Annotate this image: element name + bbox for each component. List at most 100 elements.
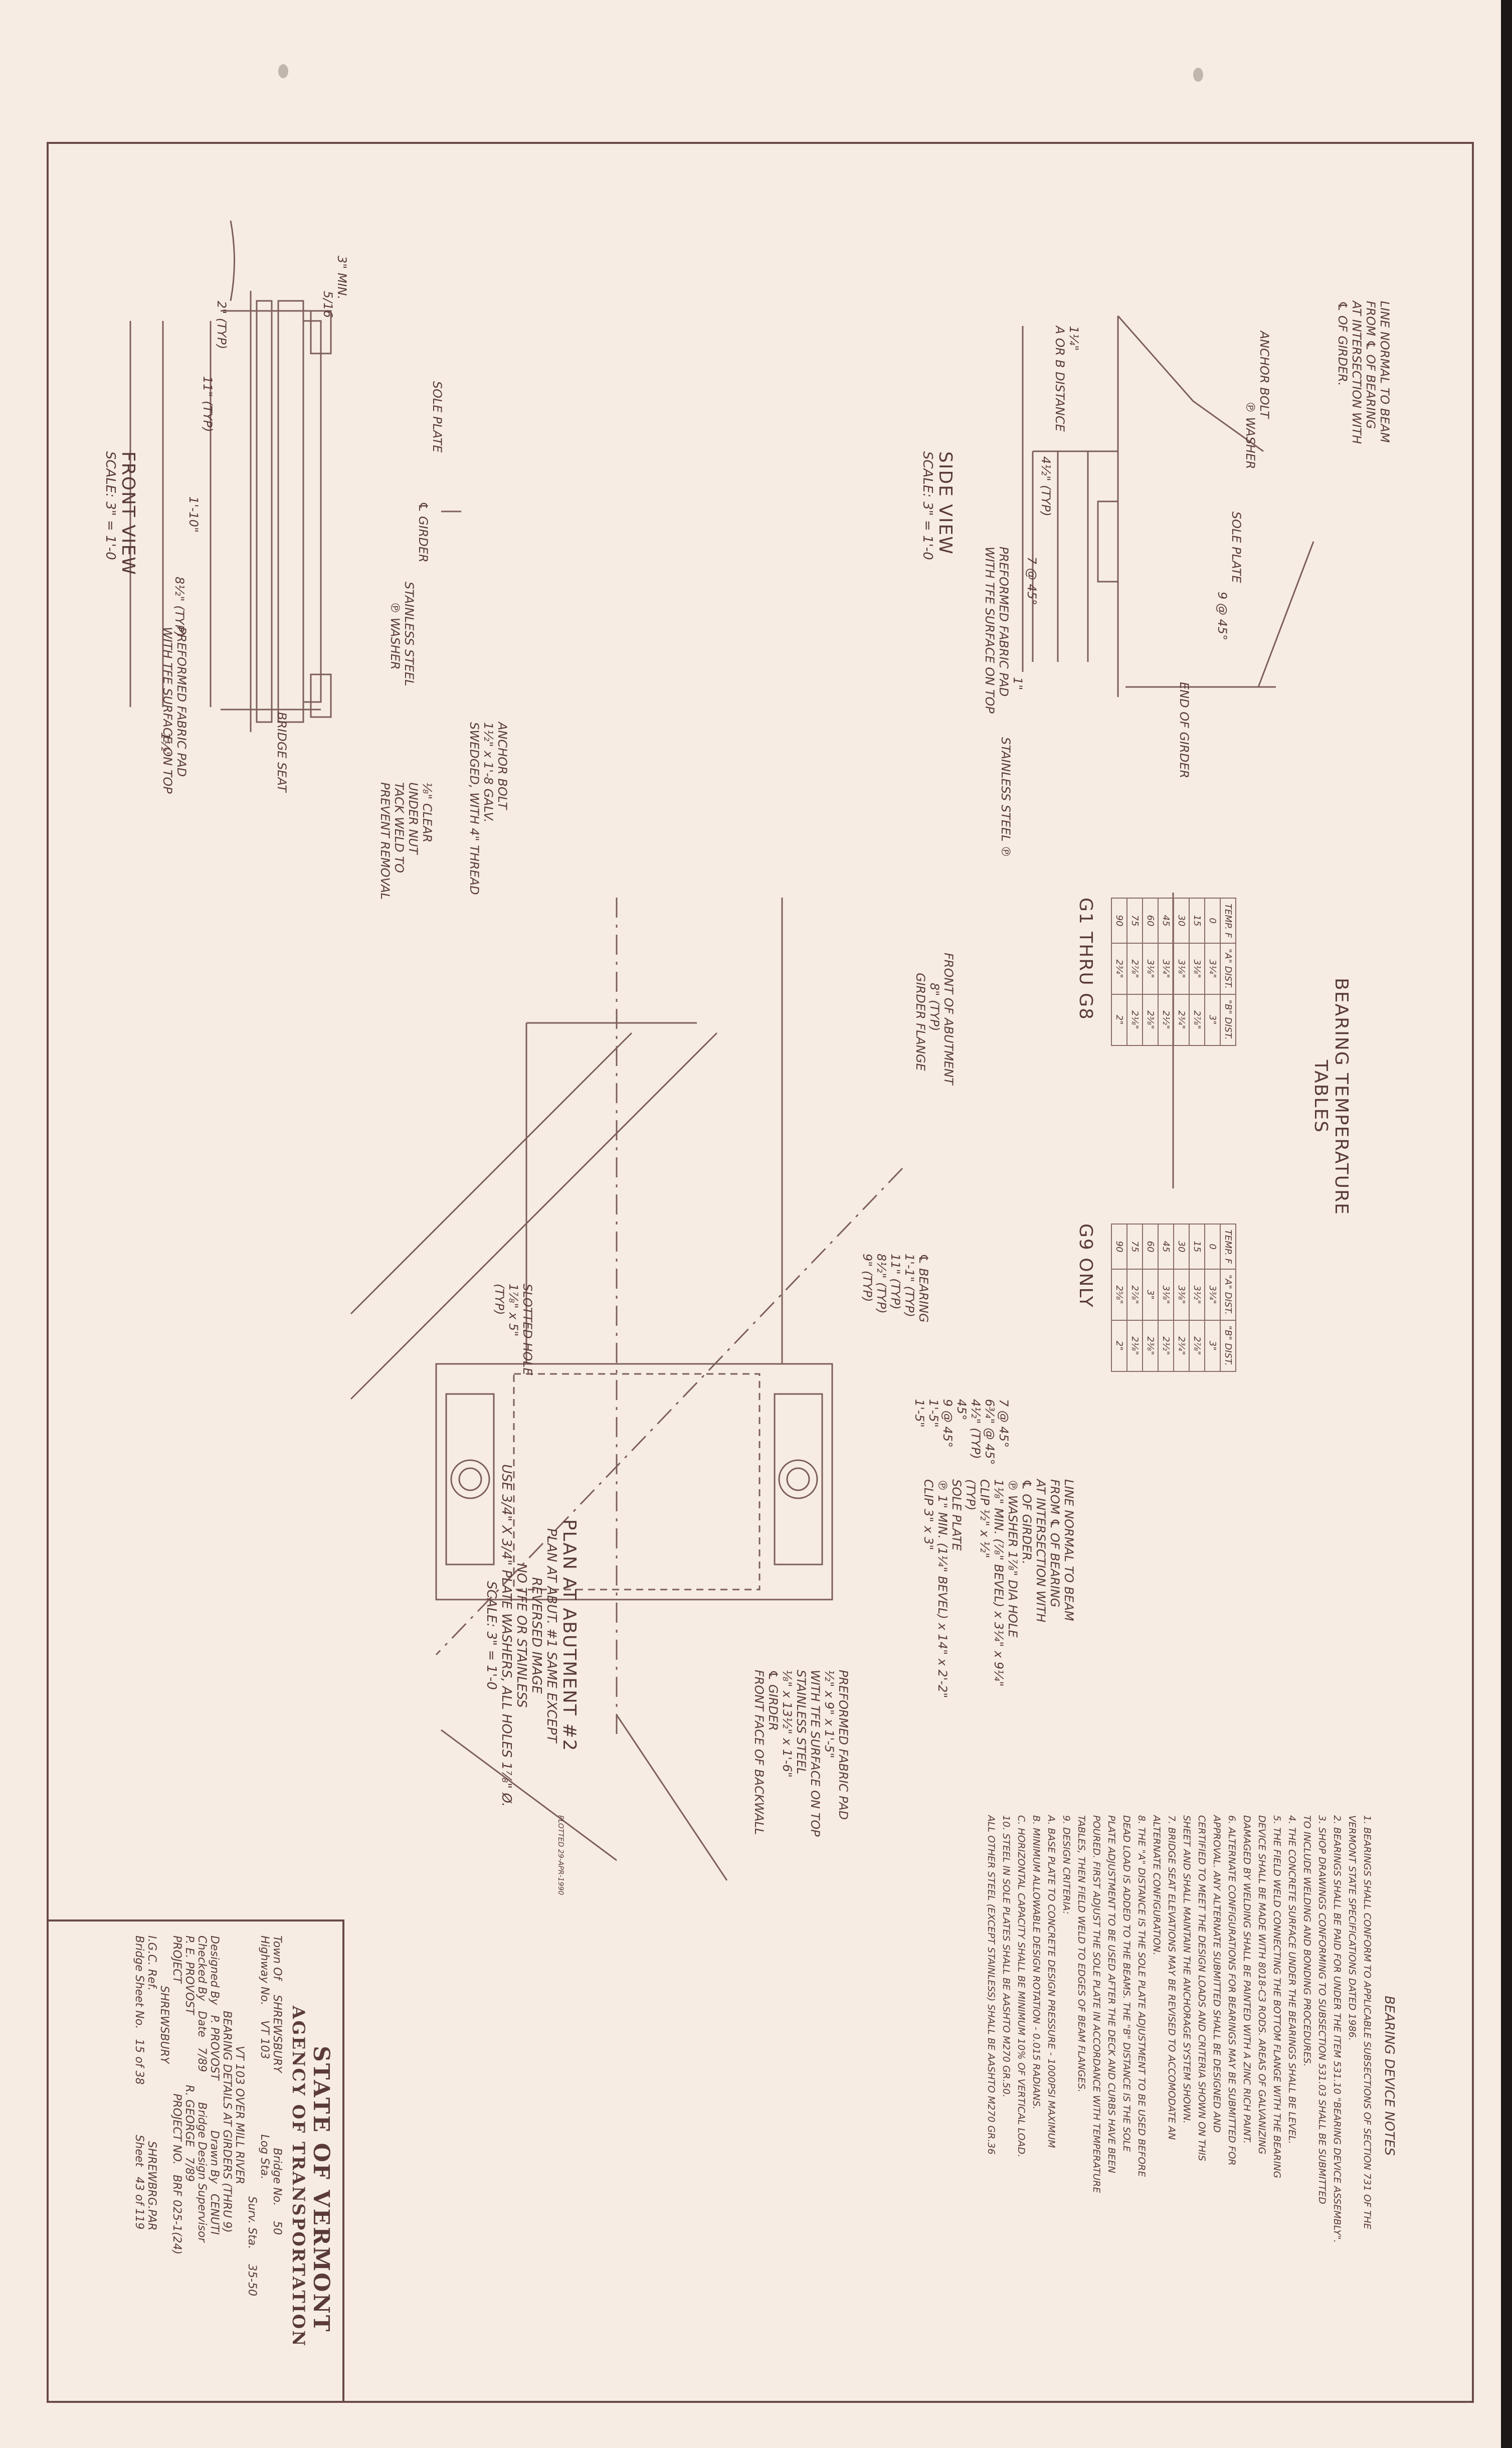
file-label: I.G.C. Ref.	[145, 1936, 158, 1991]
front-clear-note: ⅛" CLEAR UNDER NUT TACK WELD TO PREVENT …	[378, 782, 434, 900]
agency-line-1: STATE OF VERMONT	[308, 2046, 334, 2333]
side-view-title: SIDE VIEW	[935, 451, 956, 555]
front-clear-3: TACK WELD TO	[392, 782, 406, 873]
plan-title-block: PLAN AT ABUTMENT #2 PLAN AT ABUT. #1 SAM…	[484, 1464, 580, 1807]
note-line: ALTERNATE CONFIGURATION.	[1151, 1815, 1162, 1956]
temp-table-2-caption: G9 ONLY	[1075, 1223, 1096, 1308]
table-cell: 3¼"	[1158, 943, 1174, 994]
plan-backwall: FRONT FACE OF BACKWALL	[752, 1670, 766, 1835]
temp-table-1-caption: G1 THRU G8	[1075, 898, 1096, 1020]
front-dim-110: 1'-10"	[186, 496, 201, 533]
plan-stainless: STAINLESS STEEL	[794, 1670, 808, 1775]
table-cell: 45	[1158, 898, 1174, 944]
side-dim-typ: 4½" (TYP)	[1039, 456, 1053, 516]
side-view-lines	[1022, 315, 1314, 697]
side-dim-1: 1¼"	[1067, 326, 1081, 351]
note-line: 3. SHOP DRAWINGS CONFORMING TO SUBSECTIO…	[1316, 1815, 1328, 2204]
table-cell: 2⅝"	[1111, 1269, 1127, 1320]
side-label-1: LINE NORMAL TO BEAM	[1378, 301, 1392, 443]
front-anchor-bolt-1: ANCHOR BOLT	[495, 722, 509, 810]
log-sta-label: Log Sta.	[258, 2134, 271, 2180]
table-cell: 3½"	[1189, 1269, 1205, 1320]
note-line: 5. THE FIELD WELD CONNECTING THE BOTTOM …	[1271, 1815, 1282, 2179]
plot-stamp: PLOTTED 29-APR-1990	[556, 1815, 564, 1895]
plan-slotted-2: 1⅞" x 5"	[506, 1284, 520, 1337]
table-cell: 3"	[1205, 1320, 1220, 1371]
table-cell: 2¾"	[1111, 943, 1127, 994]
note-line: SHEET AND SHALL MAINTAIN THE ANCHORAGE S…	[1181, 1815, 1192, 2124]
plan-pad-callouts: PREFORMED FABRIC PAD ½" x 9" x 1'-5" WIT…	[752, 1670, 850, 2121]
table-cell: 30	[1174, 1224, 1189, 1270]
plan-dim-9: 9" (TYP)	[860, 1254, 874, 1302]
supervisor-date: 7/89	[183, 2157, 196, 2182]
table-cell: 60	[1143, 1224, 1158, 1270]
table-cell: 3⅛"	[1174, 943, 1189, 994]
table-cell: 3⅛"	[1143, 943, 1158, 994]
plan-sole-plate-2: ℗ 1" MIN. (1¼" BEVEL) x 14" x 2'-2"	[935, 1479, 950, 1698]
table-cell: 15	[1189, 1224, 1205, 1270]
front-view-scale: SCALE: 3" = 1'-0	[103, 451, 118, 560]
note-line: 8. THE "A" DISTANCE IS THE SOLE PLATE AD…	[1136, 1815, 1147, 2177]
note-line: DAMAGED BY WELDING SHALL BE PAINTED WITH…	[1241, 1815, 1252, 2144]
punch-hole-right	[1193, 68, 1203, 82]
plan-line-normal-3: AT INTERSECTION WITH	[1034, 1479, 1048, 1623]
drawn-value: CENUTI	[208, 2193, 221, 2235]
designed-value: P. PROVOST	[208, 2015, 221, 2080]
scan-edge	[1501, 0, 1512, 2448]
side-dim-1in: 1"	[1011, 677, 1025, 690]
front-view-lines	[129, 220, 461, 732]
side-view-title-block: SIDE VIEW SCALE: 3" = 1'-0	[920, 451, 956, 560]
side-label-3: AT INTERSECTION WITH	[1350, 301, 1364, 444]
plan-pad-2: ½" x 9" x 1'-5"	[822, 1670, 836, 1759]
checked-date: 7/89	[196, 2047, 208, 2072]
front-pad: PREFORMED FABRIC PAD WITH TFE SURFACE ON…	[160, 627, 188, 794]
drawn-label: Drawn By	[208, 2130, 221, 2184]
note-line: 7. BRIDGE SEAT ELEVATIONS MAY BE REVISED…	[1166, 1815, 1177, 2140]
notes-title: BEARING DEVICE NOTES	[1382, 1996, 1397, 2156]
note-line: TO INCLUDE WELDING AND BONDING PROCEDURE…	[1301, 1815, 1312, 2067]
table-cell: 60	[1143, 898, 1158, 944]
temp-title-1: BEARING TEMPERATURE	[1331, 978, 1352, 1215]
table-cell: 90	[1111, 898, 1127, 944]
note-line: 2. BEARINGS SHALL BE PAID FOR UNDER THE …	[1332, 1815, 1343, 2243]
plan-washer-3: CLIP ½" x ½"	[978, 1479, 992, 1558]
surv-sta-value: 35-50	[246, 2264, 258, 2297]
table-cell: 3¾"	[1205, 1269, 1220, 1320]
plan-note-2: REVERSED IMAGE	[529, 1577, 544, 1694]
front-dim-3min: 3" MIN.	[335, 256, 349, 300]
side-view-callouts: ANCHOR BOLT ℗ WASHER SOLE PLATE 9 @ 45°	[1215, 331, 1271, 732]
plan-title: PLAN AT ABUTMENT #2	[559, 1519, 580, 1752]
bridge-no-label: Bridge No.	[271, 2148, 283, 2206]
checked-label: Checked By	[196, 1936, 208, 2001]
front-bridge-seat-label: BRIDGE SEAT	[275, 712, 289, 792]
sheet-border	[47, 142, 1474, 2403]
front-clear-2: UNDER NUT	[406, 782, 420, 854]
table-header-cell: TEMP. F	[1220, 1224, 1236, 1270]
temp-tables-title: BEARING TEMPERATURE TABLES	[1310, 978, 1352, 1215]
plan-stainless-2: ⅛" x 13½" x 1'-6"	[780, 1670, 794, 1778]
front-anchor-bolt-2: 1½" x 1'-8 GALV.	[481, 722, 495, 823]
table-cell: 15	[1189, 898, 1205, 944]
plan-pad-1: PREFORMED FABRIC PAD	[836, 1670, 850, 1820]
table-cell: 3"	[1143, 1269, 1158, 1320]
front-dim-2: 2" (TYP)	[215, 301, 229, 349]
end-of-girder-label: END OF GIRDER	[1177, 682, 1191, 779]
plan-washer-2: 1⅛" MIN. (⅞" BEVEL) x 3¼" x 9¼"	[992, 1479, 1006, 1687]
town-value: SHREWSBURY	[271, 1995, 283, 2073]
plan-slotted-3: (TYP)	[492, 1284, 506, 1315]
front-view-dims: 3" MIN. 5/16	[321, 251, 349, 903]
table-header-cell: TEMP. F	[1220, 898, 1236, 944]
note-line: DEAD LOAD IS ADDED TO THE BEAMS. THE "B"…	[1121, 1815, 1132, 2152]
plan-note-3: NO TFE OR STAINLESS	[514, 1563, 529, 1708]
highway-label: Highway No.	[258, 1936, 271, 2005]
front-anchor-bolt-3: SWEDGED, WITH 4" THREAD	[467, 722, 481, 895]
title-block: STATE OF VERMONT AGENCY OF TRANSPORTATIO…	[133, 1936, 334, 2417]
side-sole-plate: SOLE PLATE	[1229, 511, 1243, 583]
